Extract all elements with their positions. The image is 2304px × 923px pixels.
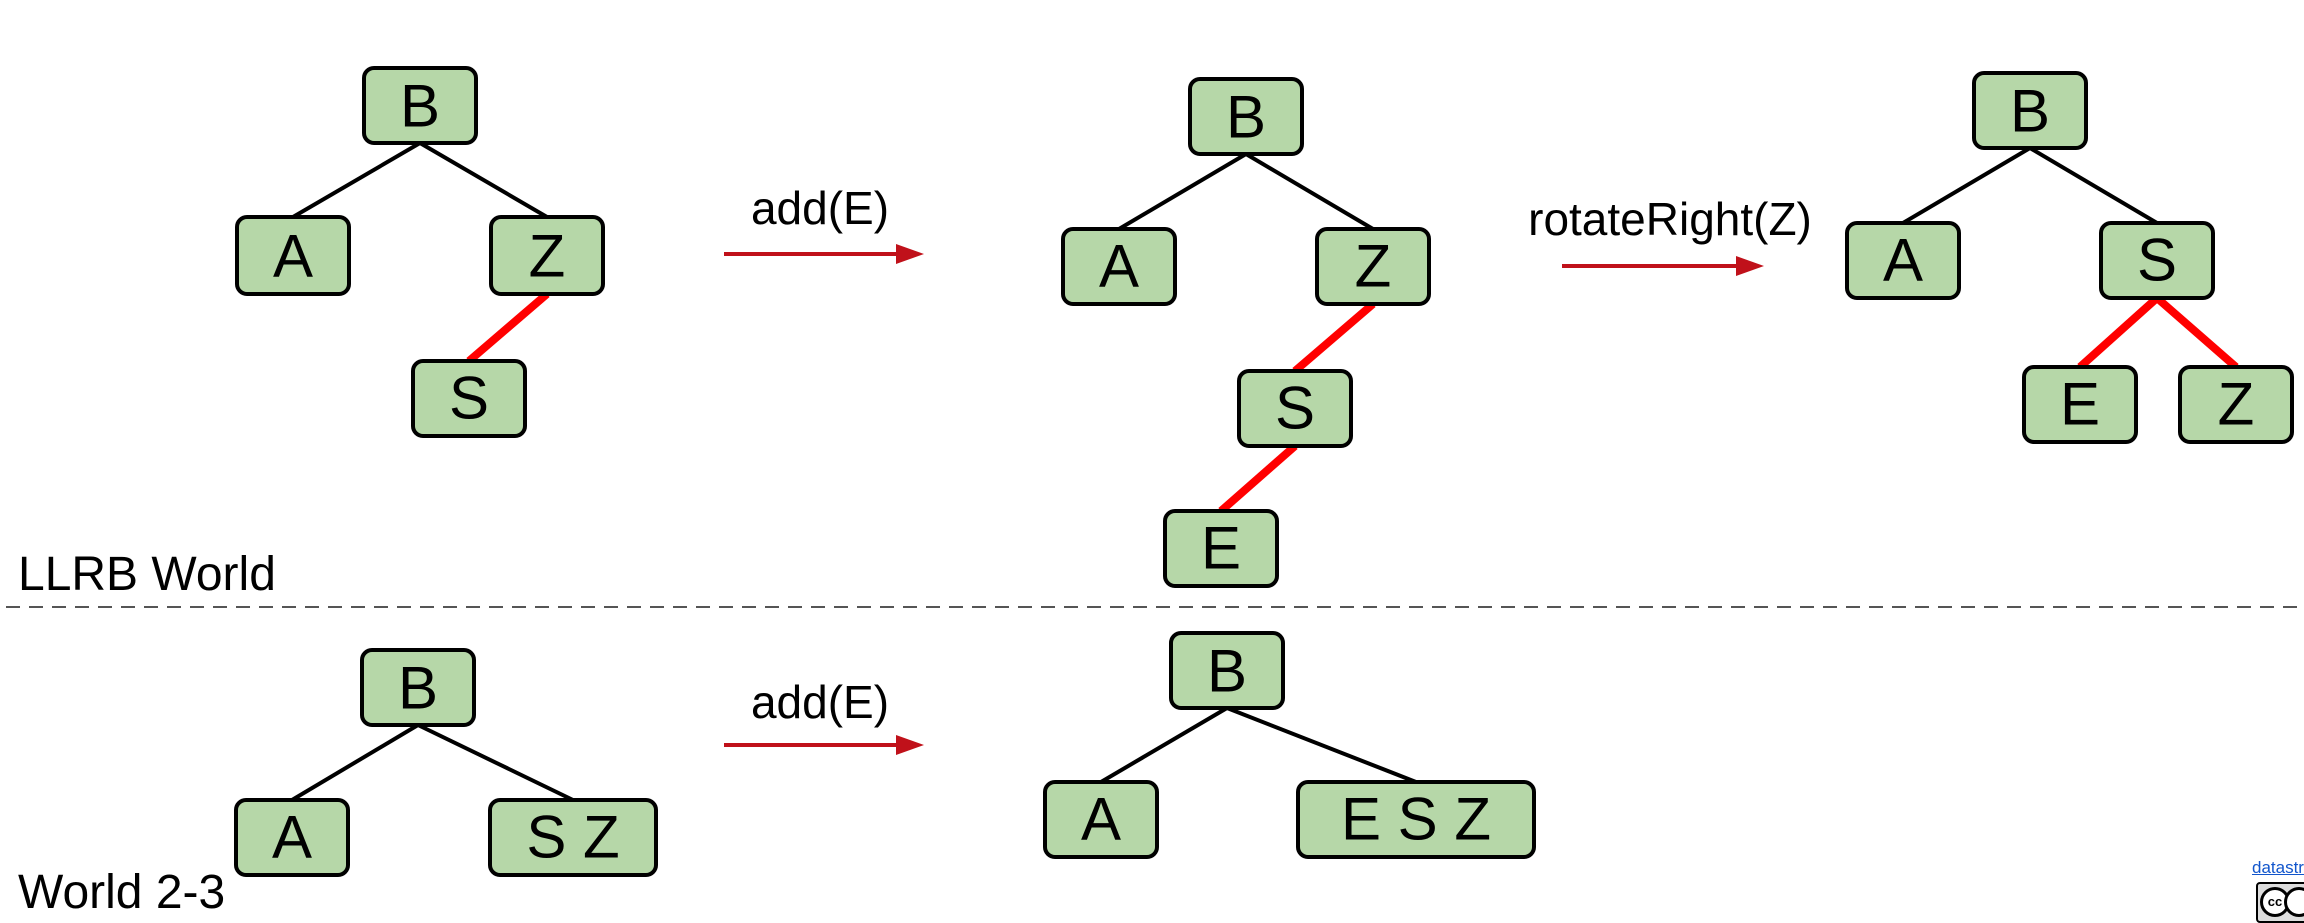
add-operation-label: add(E) — [751, 182, 889, 234]
svg-text:A: A — [273, 223, 313, 290]
link-b-z — [418, 141, 549, 219]
svg-text:Z: Z — [2218, 371, 2255, 438]
llrb-world-label: LLRB World — [18, 548, 276, 601]
svg-text:A: A — [1099, 233, 1139, 300]
node-a: A — [234, 798, 350, 877]
node-esz: E S Z — [1296, 780, 1536, 859]
svg-text:A: A — [1883, 227, 1923, 294]
node-s: S — [411, 359, 527, 438]
node-z: Z — [1315, 227, 1431, 306]
rotate-operation-label: rotateRight(Z) — [1528, 193, 1812, 245]
svg-text:B: B — [400, 73, 440, 140]
credit-link[interactable]: datastr — [2252, 858, 2304, 877]
llrb-before-tree: B A Z S — [235, 66, 605, 438]
svg-text:E S Z: E S Z — [1341, 786, 1491, 853]
arrow-head — [896, 244, 924, 264]
svg-text:S: S — [1275, 375, 1315, 442]
node-z: Z — [489, 215, 605, 296]
node-sz: S Z — [488, 798, 658, 877]
link-b-a — [1901, 146, 2032, 225]
svg-text:S: S — [449, 365, 489, 432]
link-b-a — [1099, 706, 1229, 784]
svg-text:S: S — [2137, 227, 2177, 294]
llrb-after-add-tree: B A Z S E — [1061, 77, 1431, 588]
link-b-sz — [417, 723, 574, 802]
link-b-a — [290, 723, 420, 802]
link-b-z — [1244, 152, 1375, 231]
arrow-head — [1736, 256, 1764, 276]
svg-text:Z: Z — [1355, 233, 1392, 300]
node-b: B — [360, 648, 476, 727]
llrb-after-rotate-tree: B A S E Z — [1845, 71, 2294, 444]
node-s: S — [2099, 221, 2215, 300]
svg-text:E: E — [2060, 371, 2100, 438]
red-link-z-s — [1292, 300, 1376, 375]
svg-text:B: B — [1207, 638, 1247, 705]
node-a: A — [235, 215, 351, 296]
svg-text:B: B — [398, 655, 438, 722]
two-three-before-tree: B A S Z — [234, 648, 658, 877]
node-e: E — [2022, 365, 2138, 444]
svg-text:A: A — [272, 804, 312, 871]
node-z: Z — [2178, 365, 2294, 444]
node-b: B — [362, 66, 478, 145]
red-link-s-e — [1218, 442, 1298, 515]
rotate-operation-arrow: rotateRight(Z) — [1528, 193, 1812, 276]
red-link-s-z — [2154, 294, 2239, 371]
svg-text:Z: Z — [529, 223, 566, 290]
cc-by-circle-icon — [2284, 887, 2304, 917]
two-three-world-label: World 2-3 — [18, 866, 225, 919]
svg-text:B: B — [1226, 84, 1266, 151]
node-b: B — [1972, 71, 2088, 150]
node-s: S — [1237, 369, 1353, 448]
node-b: B — [1188, 77, 1304, 156]
arrow-head — [896, 735, 924, 755]
creative-commons-icon[interactable]: cc — [2256, 882, 2304, 923]
node-a: A — [1061, 227, 1177, 306]
add-operation-arrow-top: add(E) — [724, 182, 924, 264]
node-b: B — [1169, 631, 1285, 710]
svg-text:E: E — [1201, 515, 1241, 582]
node-e: E — [1163, 509, 1279, 588]
add-operation-arrow-bottom: add(E) — [724, 676, 924, 755]
add-operation-label: add(E) — [751, 676, 889, 728]
link-b-esz — [1226, 706, 1417, 784]
two-three-after-add-tree: B A E S Z — [1043, 631, 1536, 859]
node-a: A — [1845, 221, 1961, 300]
link-b-a — [291, 141, 422, 219]
svg-text:B: B — [2010, 78, 2050, 145]
svg-text:S Z: S Z — [526, 804, 619, 871]
link-b-s — [2028, 146, 2159, 225]
red-link-z-s — [466, 290, 550, 365]
link-b-a — [1117, 152, 1248, 231]
svg-text:A: A — [1081, 786, 1121, 853]
red-link-s-e — [2077, 295, 2160, 370]
node-a: A — [1043, 780, 1159, 859]
